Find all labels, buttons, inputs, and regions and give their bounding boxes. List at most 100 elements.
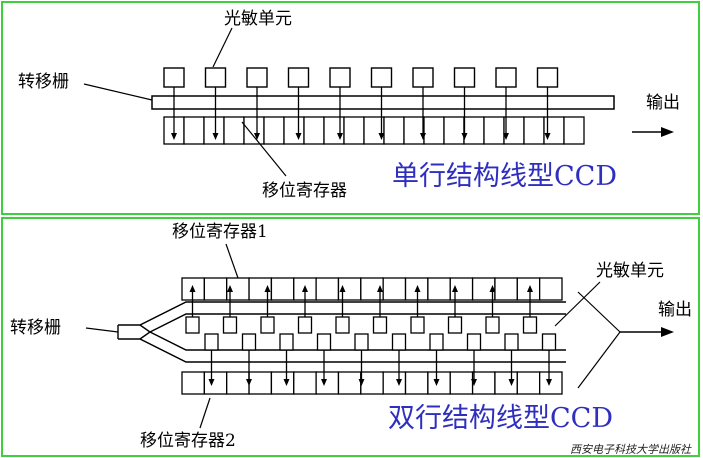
transfer-arrow-up-head: [452, 285, 458, 292]
shift-register-2-cell: [181, 371, 206, 395]
shift-register-cell: [563, 116, 585, 145]
photosensitive-cell-lower: [429, 333, 444, 351]
leader-photosensitive-top: [212, 27, 233, 68]
transfer-arrow-head: [337, 133, 343, 140]
transfer-arrow-down-head: [283, 379, 290, 386]
transfer-arrow-head: [378, 133, 385, 140]
leader-transfer-gate-bottom: [85, 327, 119, 333]
top-output-arrowhead: [661, 127, 674, 137]
top-shift-register: [163, 116, 585, 145]
transfer-arrow-head: [420, 133, 426, 140]
transfer-arrow-down-head: [321, 379, 327, 386]
photosensitive-cell: [246, 67, 268, 88]
shift-register-cell: [243, 116, 265, 145]
bottom-photosensitive-upper: [185, 316, 538, 334]
photosensitive-cell-upper: [447, 316, 463, 334]
shift-register-2-cell: [315, 371, 340, 395]
shift-register-2-cell: [494, 371, 518, 395]
photosensitive-cell-upper: [410, 316, 425, 334]
shift-register-2-cell: [293, 371, 317, 395]
shift-register-1-cell: [270, 277, 295, 301]
shift-register-2-cell: [471, 371, 496, 395]
photosensitive-cell-lower: [204, 333, 219, 351]
transfer-arrow-head: [503, 133, 509, 140]
transfer-arrow-up-head: [339, 285, 346, 292]
shift-register-1-cell: [315, 277, 340, 301]
shift-register-2-cell: [382, 371, 407, 395]
shift-register-1-cell: [203, 277, 228, 301]
transfer-arrow-up-head: [489, 285, 496, 292]
shift-register-2-cell: [337, 371, 362, 395]
photosensitive-cell-upper: [335, 316, 350, 334]
photosensitive-cell: [453, 67, 476, 88]
transfer-arrow-up-head: [377, 285, 383, 292]
leader-photosensitive-bottom: [554, 281, 601, 327]
shift-register-cell: [303, 116, 325, 145]
shift-register-cell: [223, 116, 245, 145]
shift-register-cell: [203, 116, 225, 145]
photosensitive-cell: [287, 67, 310, 88]
transfer-arrow-up-head: [414, 285, 421, 292]
photosensitive-cell-lower: [504, 333, 519, 351]
photosensitive-cell-lower: [279, 333, 294, 351]
photosensitive-cell: [412, 67, 434, 88]
label-output-bottom: 输出: [658, 300, 692, 320]
shift-register-2-cell: [449, 371, 474, 395]
transfer-arrow-head: [171, 133, 177, 140]
transfer-arrow-down-head: [508, 379, 515, 386]
leader-shift-register-1: [225, 243, 239, 279]
transfer-arrow-down-head: [246, 379, 252, 386]
transfer-arrow-head: [254, 133, 260, 140]
shift-register-cell: [483, 116, 505, 145]
photosensitive-cell-lower: [354, 333, 369, 351]
title-double-row: 双行结构线型CCD: [388, 403, 613, 434]
photosensitive-cell-lower: [466, 333, 482, 351]
shift-register-cell: [423, 116, 445, 145]
shift-register-cell: [383, 116, 405, 145]
transfer-arrow-up-head: [527, 285, 533, 292]
photosensitive-cell: [329, 67, 351, 88]
photosensitive-cell: [495, 67, 517, 88]
photosensitive-cell-upper: [522, 316, 538, 334]
transfer-arrow-head: [212, 133, 219, 140]
transfer-arrow-up-head: [189, 285, 196, 292]
transfer-arrow-up-head: [264, 285, 271, 292]
leader-shift-register-top: [241, 121, 287, 177]
leader-transfer-gate-top: [83, 83, 153, 101]
transfer-arrow-head: [295, 133, 302, 140]
label-photosensitive-bottom: 光敏单元: [596, 261, 664, 281]
shift-register-cell: [183, 116, 205, 145]
shift-register-1-cell: [382, 277, 407, 301]
photosensitive-cell: [163, 67, 185, 88]
label-shift-register-1: 移位寄存器1: [172, 222, 268, 242]
bottom-photosensitive-lower: [204, 333, 557, 351]
shift-register-2-cell: [203, 371, 228, 395]
top-transfer-gate: [151, 95, 615, 110]
shift-register-cell: [503, 116, 525, 145]
label-output-top: 输出: [646, 93, 680, 113]
label-shift-register-2: 移位寄存器2: [140, 431, 236, 451]
photosensitive-cell: [536, 67, 559, 88]
shift-register-cell: [323, 116, 345, 145]
shift-register-cell: [523, 116, 545, 145]
shift-register-1-cell: [538, 277, 563, 301]
label-transfer-gate-top: 转移栅: [18, 72, 69, 92]
photosensitive-cell-upper: [222, 316, 238, 334]
bottom-transfer-arrows: [189, 285, 552, 386]
shift-register-cell: [263, 116, 285, 145]
photosensitive-cell-lower: [391, 333, 407, 351]
shift-register-2-cell: [248, 371, 273, 395]
photosensitive-cell-lower: [241, 333, 257, 351]
transfer-arrow-down-head: [396, 379, 402, 386]
shift-register-cell: [283, 116, 305, 145]
photosensitive-cell-upper: [260, 316, 275, 334]
single-row-panel: [1, 1, 700, 215]
shift-register-2-cell: [226, 371, 250, 395]
shift-register-2-cell: [404, 371, 429, 395]
publisher-watermark: 西安电子科技大学出版社: [570, 443, 691, 456]
shift-register-cell: [403, 116, 425, 145]
shift-register-cell: [443, 116, 465, 145]
transfer-arrow-head: [461, 133, 468, 140]
shift-register-cell: [463, 116, 485, 145]
transfer-arrow-down-head: [471, 379, 477, 386]
